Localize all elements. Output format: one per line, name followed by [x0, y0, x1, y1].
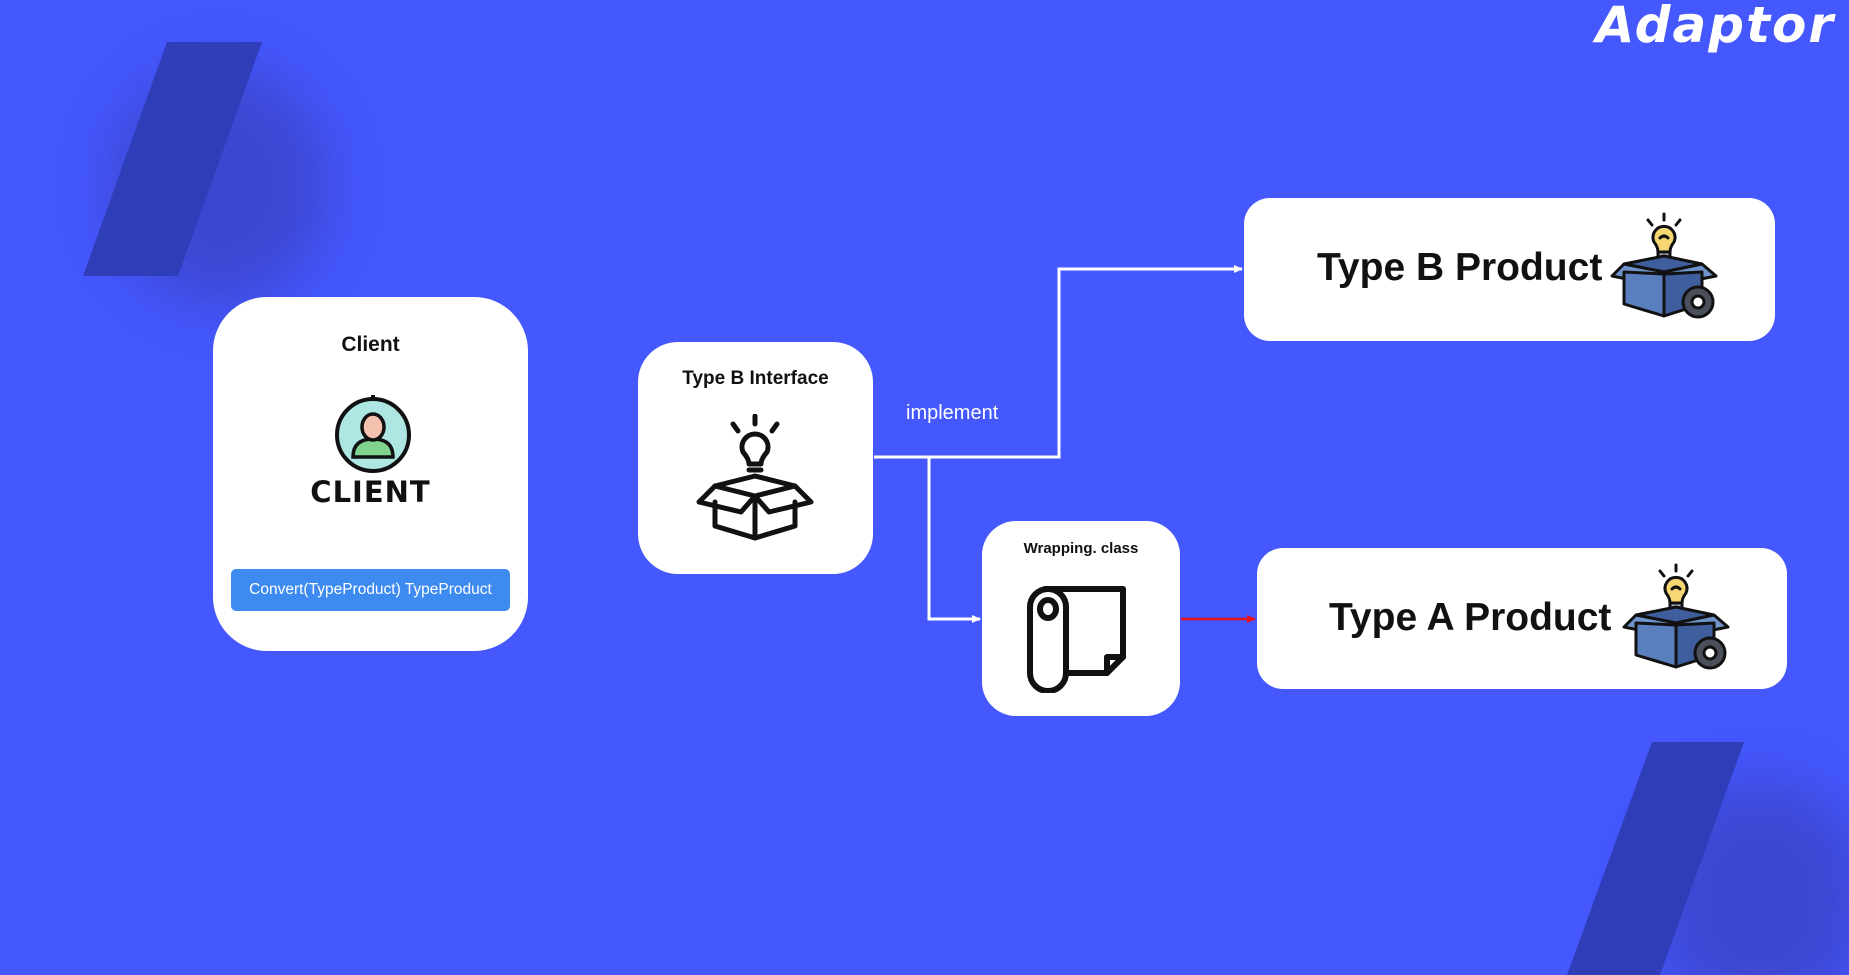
shadow-blob-bottom: [1650, 780, 1849, 975]
type-b-interface-node: Type B Interface: [638, 342, 873, 574]
lightbulb-box-icon: [696, 414, 814, 541]
type-a-product-label: Type A Product: [1329, 596, 1612, 639]
edge-to-wrapping-class: [927, 457, 981, 623]
type-b-interface-title: Type B Interface: [682, 368, 829, 389]
paper-roll-icon: [1027, 586, 1126, 693]
client-node: Client CLIENT Convert(TypeProduct) TypeP…: [213, 297, 528, 651]
wrapping-class-title: Wrapping. class: [1023, 540, 1139, 557]
product-box-gear-icon: [1622, 563, 1730, 670]
implement-edge-to-type-b: [874, 265, 1243, 459]
brand-title: Adaptor: [1595, 0, 1835, 54]
product-box-gear-icon: [1610, 212, 1718, 319]
shadow-blob-top: [110, 65, 330, 305]
client-user-icon: [335, 395, 411, 473]
type-a-product-node: Type A Product: [1257, 548, 1787, 689]
client-title: Client: [341, 333, 400, 356]
slash-shape-top: [83, 42, 262, 276]
convert-method-button[interactable]: Convert(TypeProduct) TypeProduct: [231, 569, 510, 611]
implement-edge-label: implement: [906, 402, 999, 424]
slash-shape-bottom: [1567, 742, 1744, 975]
client-icon-caption: CLIENT: [310, 475, 431, 509]
wrapping-class-node: Wrapping. class: [982, 521, 1180, 716]
type-b-product-node: Type B Product: [1244, 198, 1775, 341]
type-b-product-label: Type B Product: [1317, 246, 1603, 289]
